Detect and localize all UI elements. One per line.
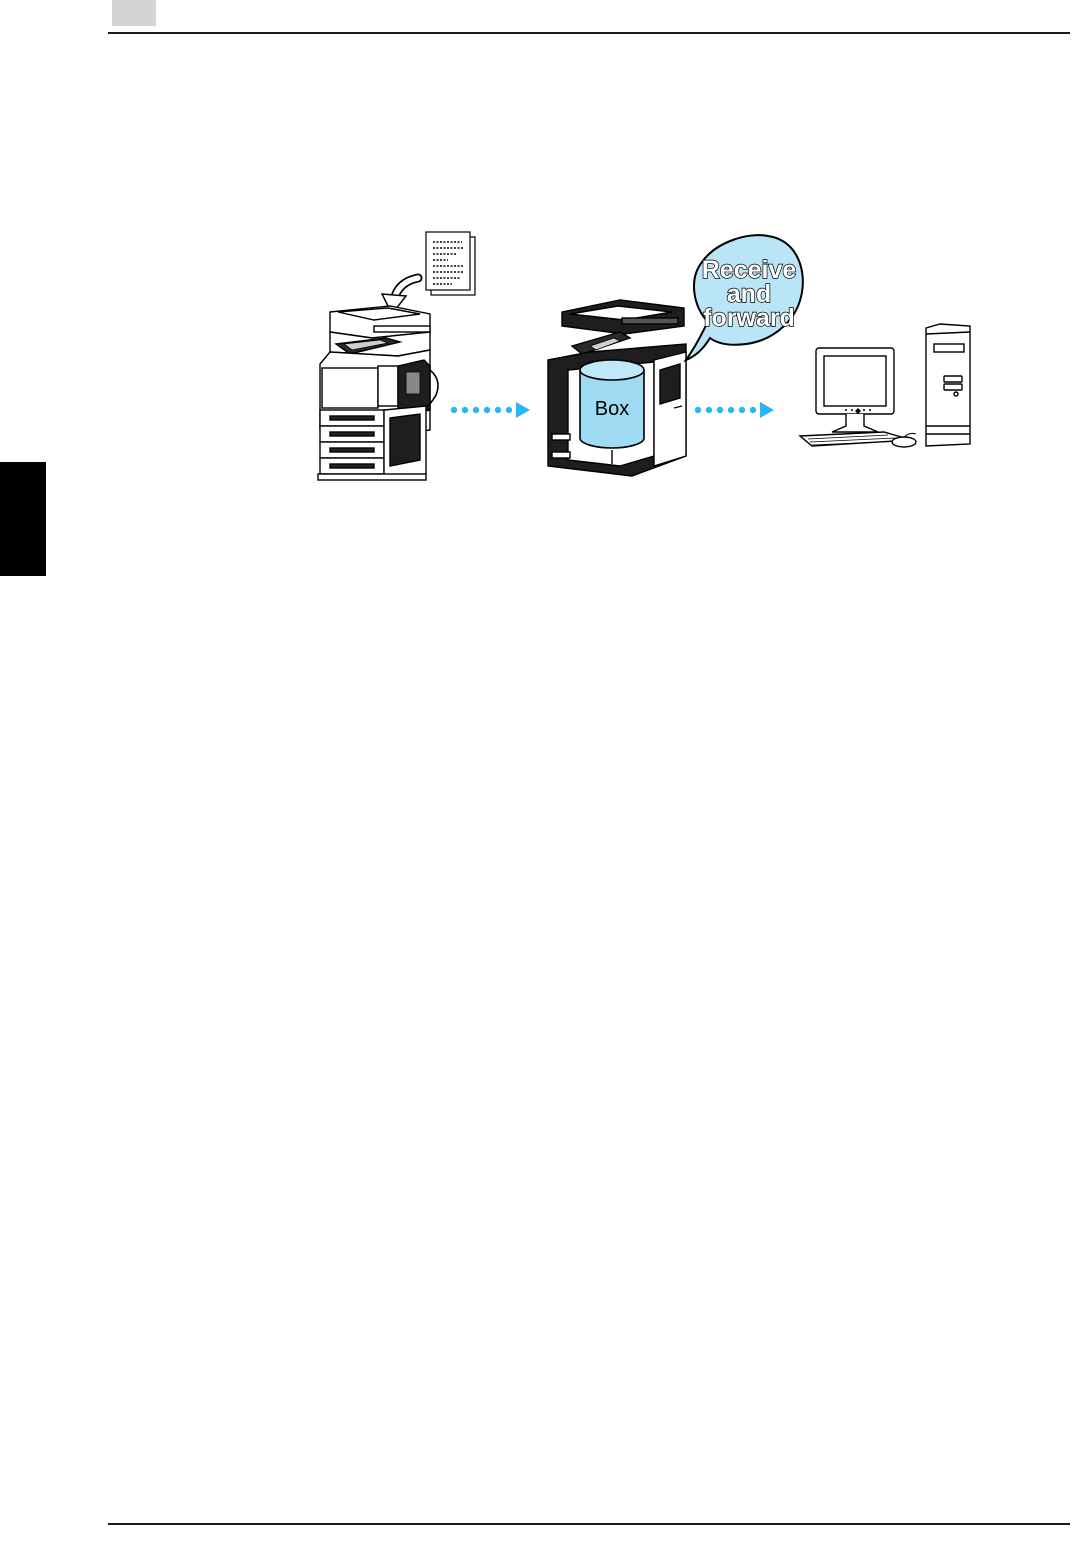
- receive-forward-callout: Receive and forward: [686, 235, 803, 360]
- flow-arrow-1: [451, 402, 530, 418]
- box-label: Box: [595, 398, 629, 420]
- flow-arrow-2: [695, 402, 774, 418]
- computer-icon: [800, 324, 970, 447]
- page-number-box: [112, 0, 156, 26]
- document-icon: [426, 232, 475, 295]
- box-storage-icon: Box: [580, 360, 644, 448]
- header-rule: [108, 32, 1070, 34]
- chapter-side-tab: [0, 462, 46, 576]
- callout-line-3: forward: [703, 304, 795, 332]
- forwarding-diagram: Box Receive and forward: [290, 220, 990, 500]
- scanner-mfp-icon: [318, 306, 438, 480]
- footer-rule: [108, 1523, 1070, 1525]
